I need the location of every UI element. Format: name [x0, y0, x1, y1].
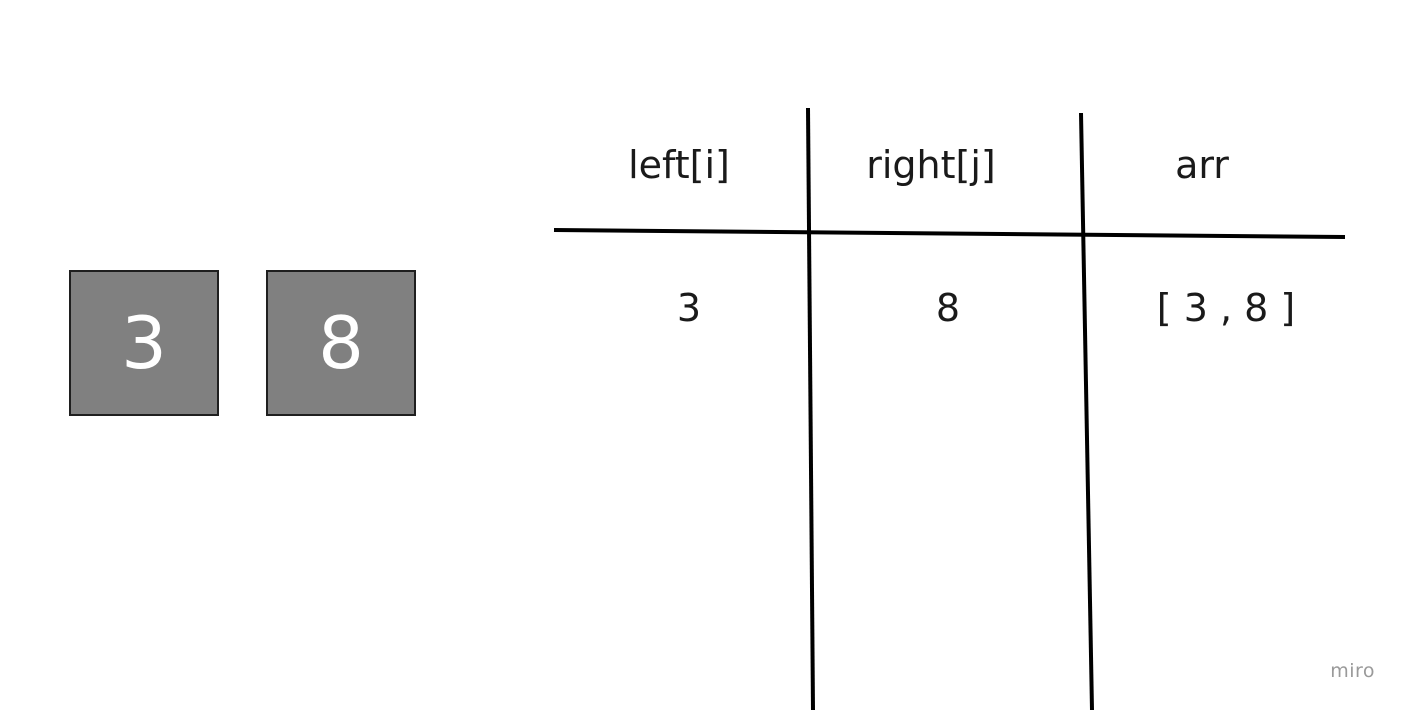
- cell-arr-value: [ 3 , 8 ]: [1156, 286, 1296, 330]
- header-left-i: left[i]: [628, 143, 730, 187]
- header-right-j: right[j]: [866, 143, 996, 187]
- cell-right-value: 8: [935, 286, 961, 330]
- column-divider-1: [806, 107, 815, 710]
- miro-watermark: miro: [1330, 660, 1375, 682]
- value-card-8: 8: [266, 270, 416, 416]
- column-divider-2: [1079, 112, 1094, 710]
- value-card-3: 3: [69, 270, 219, 416]
- header-divider-line: [553, 228, 1346, 239]
- header-arr: arr: [1175, 143, 1229, 187]
- cell-left-value: 3: [676, 286, 702, 330]
